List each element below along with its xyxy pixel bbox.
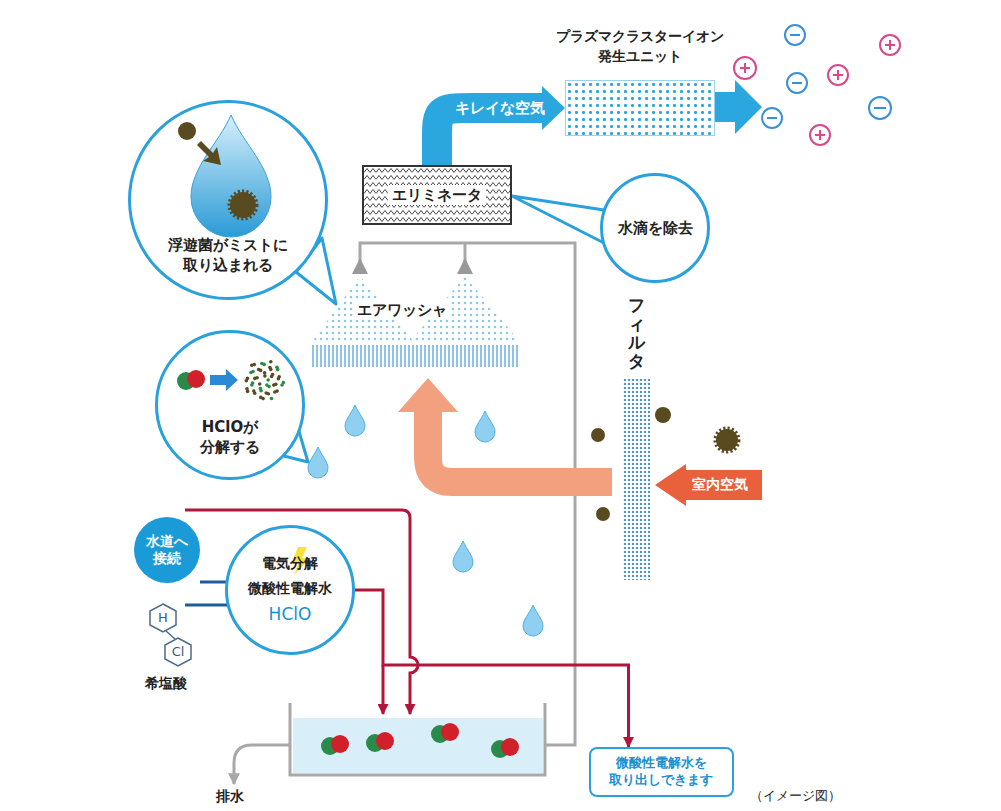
spray-mist [312,345,520,367]
part-label: 排水 [216,788,244,806]
node-text: プラズマクラスターイオン 発生ユニット [545,26,735,67]
node-text: フィルタ [628,296,645,371]
callout-circle: 浮遊菌がミストに 取り込まれる [128,100,328,300]
room-air-flow [398,378,762,506]
connector-line [355,590,629,747]
spray-nozzle [457,258,473,274]
part-label: エアワッシャ [354,301,450,320]
node-text: HClOが 分解する [190,417,270,458]
callout-illustration [158,333,308,483]
flow-label: キレイな空気 [455,99,545,118]
hclo-molecule [501,738,519,756]
hclo-molecule [441,723,459,741]
hclo-molecule [331,735,349,753]
node-text: エリミネータ [388,185,486,205]
callout-circle: 水滴を除去 [600,173,710,283]
connector [166,631,175,639]
water-droplet [308,447,328,478]
spray-nozzle [352,258,473,274]
water-tank [290,703,545,775]
drain-pipe [234,745,290,784]
hclo-molecule [321,723,519,758]
water-droplet [475,411,495,442]
connector-line [166,631,175,639]
dust-particle [591,407,738,521]
node-text: H [158,609,168,627]
ion [734,35,900,145]
water-tank [293,718,543,773]
ion-generator-unit: プラズマクラスターイオン 発生ユニット [540,26,740,138]
hclo-molecule [376,732,394,750]
node-text: HClO [269,603,312,626]
ion [762,25,891,128]
room-air-flow [655,464,762,506]
eliminator-box: エリミネータ [362,165,512,225]
electrolyzed-water-line [382,665,385,714]
callout-tail [512,196,606,244]
node-text: 微酸性電解水を 取り出しできます [599,755,724,789]
clean-air-outflow [712,80,762,134]
chlorine-atom: Cl [163,637,193,667]
ion [734,25,900,145]
node-text: 微酸性電解水 [248,579,332,598]
spray-mist [312,276,520,367]
filter-band: フィルタ [614,296,658,582]
node-text: 水道へ 接続 [141,533,193,568]
part-label: 希塩酸 [145,675,187,693]
filter-mesh [623,378,650,580]
water-droplet [345,405,365,436]
water-droplet [453,541,473,572]
room-air-flow [398,378,458,412]
callout-tail [280,196,606,462]
ion [740,40,895,140]
water-tank [290,703,545,775]
dust-particle [596,507,610,521]
ion-generator-box [565,80,715,136]
connector [355,590,629,747]
drain-pipe [234,745,290,784]
connector [437,86,565,165]
node-text: 電気分解 [262,554,318,573]
room-air-flow [428,410,612,482]
water-droplet [523,605,543,636]
water-supply-badge: 水道へ 接続 [134,517,200,583]
dust-particle [655,407,671,423]
outlet-box: 微酸性電解水を 取り出しできます [589,747,734,797]
flow-label: 室内空気 [692,476,748,494]
note-label: （イメージ図） [750,787,841,805]
dust-particle [716,429,738,451]
hydrogen-atom: H [148,603,178,633]
node-text: 水滴を除去 [618,218,693,238]
clean-air-band [437,108,543,165]
node-text: Cl [172,643,185,661]
clean-air-outflow [712,80,762,134]
node-text: 浮遊菌がミストに 取り込まれる [161,235,296,276]
arrow-head [542,86,565,130]
callout-circle: HClOが 分解する [155,330,305,480]
spray-nozzle [352,258,368,274]
dust-particle [591,428,605,442]
ion [767,35,886,118]
electrolysis-circle: 電気分解微酸性電解水 HClO [225,525,355,655]
